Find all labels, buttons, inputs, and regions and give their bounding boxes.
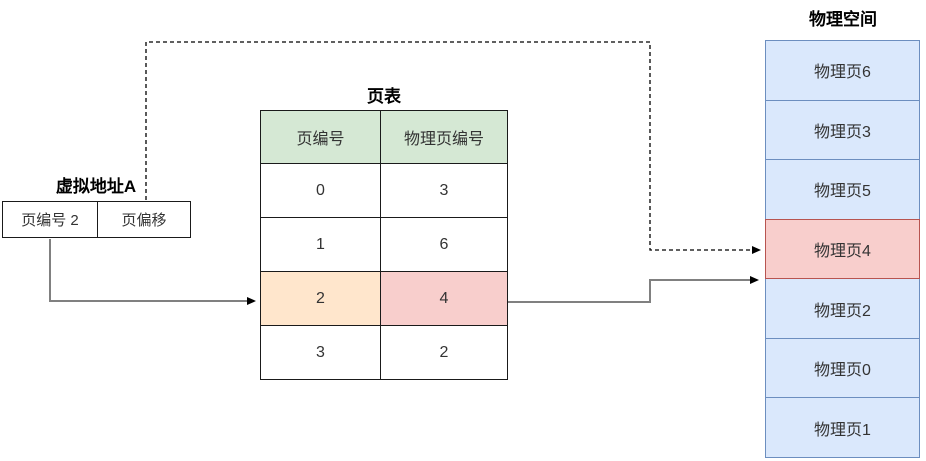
physical-page-0: 物理页0 <box>765 337 920 399</box>
physical-space-column: 物理页6 物理页3 物理页5 物理页4 物理页2 物理页0 物理页1 <box>765 40 920 459</box>
table-row: 0 3 <box>260 163 508 218</box>
physical-page-3: 物理页3 <box>765 99 920 161</box>
page-table-title: 页表 <box>367 87 401 106</box>
physical-space-title: 物理空间 <box>809 10 877 29</box>
physical-page-6: 物理页6 <box>765 40 920 101</box>
page-table-header-page: 页编号 <box>260 110 381 164</box>
arrow-page-number-to-table-row <box>49 239 256 305</box>
virtual-address-page-number-cell: 页编号 2 <box>3 202 98 237</box>
page-table-cell-frame-3: 2 <box>380 325 508 380</box>
page-table-header-row: 页编号 物理页编号 <box>260 110 508 164</box>
physical-page-5: 物理页5 <box>765 159 920 220</box>
table-row: 3 2 <box>260 325 508 380</box>
page-table-header-frame: 物理页编号 <box>380 110 508 164</box>
page-table-cell-frame-0: 3 <box>380 163 508 218</box>
page-table-cell-frame-2: 4 <box>380 271 508 326</box>
page-table-cell-page-2: 2 <box>260 271 381 326</box>
arrow-frame-to-physical-page <box>508 276 759 303</box>
physical-page-2: 物理页2 <box>765 278 920 339</box>
table-row: 1 6 <box>260 217 508 272</box>
table-row-highlighted: 2 4 <box>260 271 508 326</box>
page-table-cell-page-0: 0 <box>260 163 381 218</box>
physical-page-1: 物理页1 <box>765 397 920 459</box>
virtual-address-box: 页编号 2 页偏移 <box>2 201 191 238</box>
page-table-cell-page-3: 3 <box>260 325 381 380</box>
physical-page-4-highlighted: 物理页4 <box>765 218 920 280</box>
virtual-address-page-offset-cell: 页偏移 <box>121 212 167 229</box>
page-table: 页编号 物理页编号 0 3 1 6 2 4 3 2 <box>260 110 508 380</box>
virtual-address-title: 虚拟地址A <box>55 177 137 196</box>
page-table-cell-page-1: 1 <box>260 217 381 272</box>
page-table-cell-frame-1: 6 <box>380 217 508 272</box>
